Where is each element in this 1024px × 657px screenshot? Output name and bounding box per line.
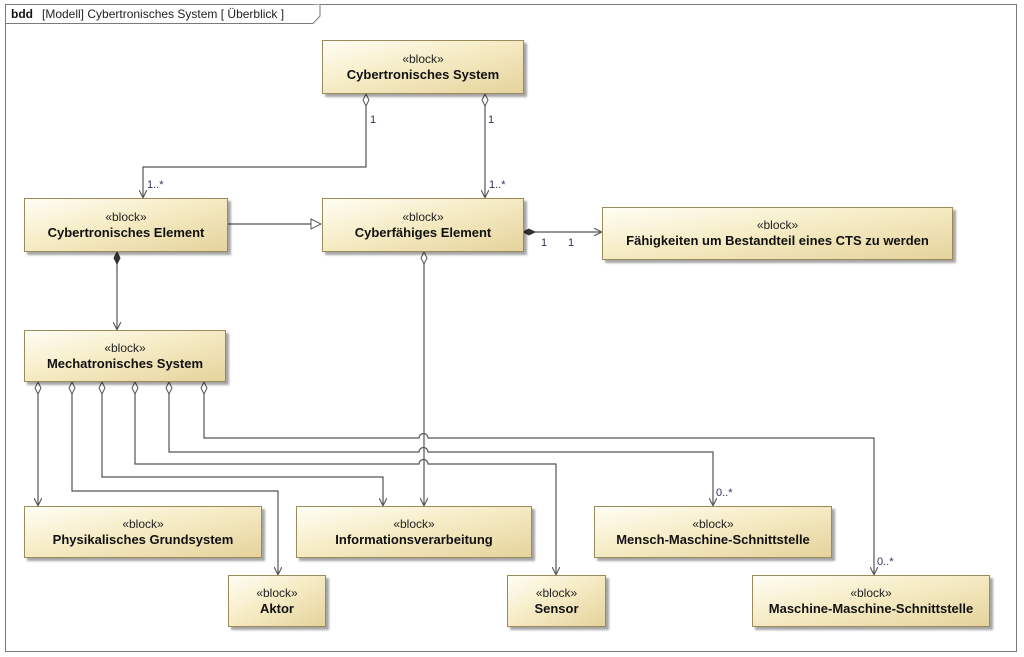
multiplicity-label: 1 <box>488 114 495 126</box>
block-stereotype: «block» <box>850 585 892 600</box>
block-stereotype: «block» <box>692 516 734 531</box>
block-stereotype: «block» <box>122 516 164 531</box>
block-cybertronisches-element[interactable]: «block» Cybertronisches Element <box>24 198 228 252</box>
block-aktor[interactable]: «block» Aktor <box>228 575 326 627</box>
block-mechatronisches-system[interactable]: «block» Mechatronisches System <box>24 330 226 382</box>
block-name: Cybertronisches System <box>346 66 500 82</box>
composition-ms-mms <box>169 382 713 505</box>
block-stereotype: «block» <box>105 209 147 224</box>
block-name: Sensor <box>534 600 579 616</box>
block-stereotype: «block» <box>402 209 444 224</box>
multiplicity-label: 1 <box>568 237 575 249</box>
block-informationsverarbeitung[interactable]: «block» Informationsverarbeitung <box>296 506 532 558</box>
header-tab-outline <box>5 4 321 24</box>
multiplicity-label: 0..* <box>716 487 733 499</box>
block-name: Mechatronisches System <box>46 355 204 371</box>
multiplicity-label: 1 <box>541 237 548 249</box>
block-faehigkeiten-cts[interactable]: «block» Fähigkeiten um Bestandteil eines… <box>602 207 953 260</box>
composition-cts-cte <box>143 94 366 197</box>
diagram-kind: bdd <box>11 7 33 21</box>
block-name: Physikalisches Grundsystem <box>52 531 234 547</box>
block-name: Informationsverarbeitung <box>335 531 493 547</box>
composition-ms-iv <box>102 382 383 505</box>
composition-ms-mas <box>204 382 874 574</box>
block-name: Maschine-Maschine-Schnittstelle <box>768 600 974 616</box>
diagram-header-text: [Modell] Cybertronisches System [ Überbl… <box>42 7 284 21</box>
block-stereotype: «block» <box>535 585 578 600</box>
block-stereotype: «block» <box>756 218 799 232</box>
multiplicity-label: 0..* <box>877 556 894 568</box>
block-stereotype: «block» <box>393 516 435 531</box>
block-mensch-maschine-schnittstelle[interactable]: «block» Mensch-Maschine-Schnittstelle <box>594 506 832 558</box>
block-name: Cybertronisches Element <box>47 224 205 240</box>
block-physikalisches-grundsystem[interactable]: «block» Physikalisches Grundsystem <box>24 506 262 558</box>
block-name: Cyberfähiges Element <box>354 224 492 240</box>
block-name: Mensch-Maschine-Schnittstelle <box>616 531 810 547</box>
block-stereotype: «block» <box>256 585 298 600</box>
block-maschine-maschine-schnittstelle[interactable]: «block» Maschine-Maschine-Schnittstelle <box>752 575 990 627</box>
block-cybertronisches-system[interactable]: «block» Cybertronisches System <box>322 40 524 94</box>
block-stereotype: «block» <box>104 340 146 355</box>
multiplicity-label: 1 <box>370 114 377 126</box>
block-sensor[interactable]: «block» Sensor <box>507 575 606 627</box>
block-stereotype: «block» <box>402 51 444 66</box>
block-name: Aktor <box>260 600 294 616</box>
diagram-header: bdd [Modell] Cybertronisches System [ Üb… <box>5 4 321 24</box>
block-name: Fähigkeiten um Bestandteil eines CTS zu … <box>626 233 929 248</box>
block-cyberfaehiges-element[interactable]: «block» Cyberfähiges Element <box>322 198 524 252</box>
multiplicity-label: 1..* <box>147 179 164 191</box>
multiplicity-label: 1..* <box>489 179 506 191</box>
